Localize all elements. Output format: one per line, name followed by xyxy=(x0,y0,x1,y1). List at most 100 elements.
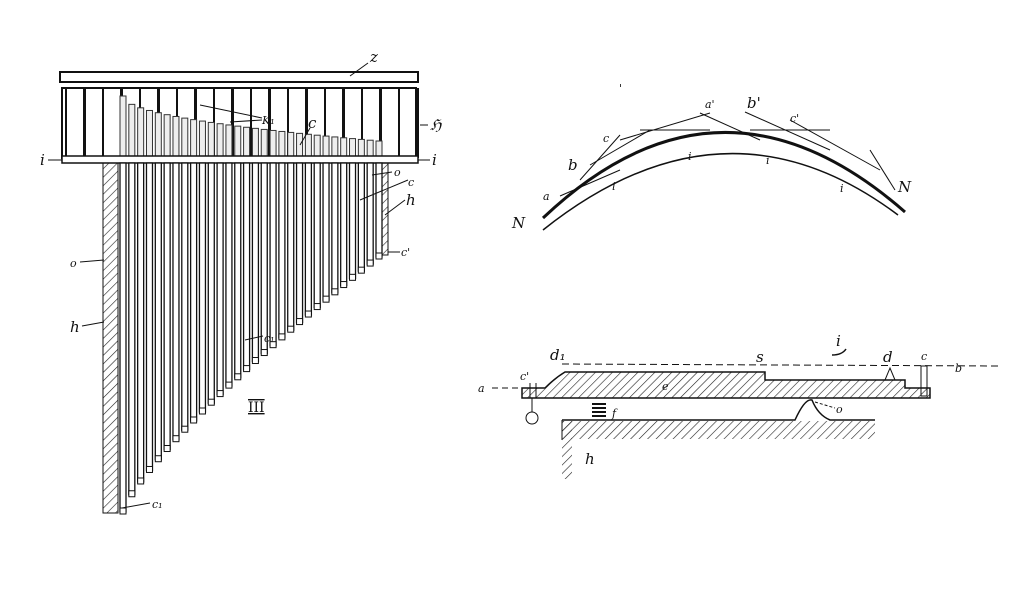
upper-tube xyxy=(313,134,321,157)
pipe-tube xyxy=(163,162,171,451)
label-h: h xyxy=(585,450,595,468)
upper-tube xyxy=(322,135,330,157)
pipe-tube xyxy=(181,162,189,431)
pipe-cap xyxy=(260,349,268,357)
label-k1: K₁ xyxy=(261,114,275,127)
label-i-4: i xyxy=(840,182,844,195)
label-n-right: N xyxy=(897,178,912,196)
pipe-tube xyxy=(251,162,260,363)
pipe-cap xyxy=(216,390,224,398)
dashed-line-s-b xyxy=(561,363,1001,367)
upper-tube xyxy=(269,129,277,157)
label-b: b xyxy=(568,156,578,174)
upper-tube xyxy=(260,128,268,157)
pipe-cap xyxy=(296,318,304,326)
pipe-tubes xyxy=(119,162,383,515)
pipe-tube xyxy=(260,162,268,355)
upper-tube xyxy=(340,137,348,157)
pipe-tube xyxy=(234,162,242,379)
upper-tube xyxy=(190,119,198,157)
pipe-cap xyxy=(163,445,171,453)
label-b: b xyxy=(955,362,962,375)
upper-tube xyxy=(172,115,180,157)
label-c-prime: c' xyxy=(401,246,410,259)
figure-arch: N a b c ' a' b' c' i i i i N xyxy=(511,82,912,232)
pipe-cap xyxy=(243,365,251,373)
pipe-cap xyxy=(198,407,206,415)
upper-tubes xyxy=(119,95,383,157)
figure-pipes: z K₁ c ℌ i i o c h c' o h c₁ c₁ III xyxy=(40,48,442,515)
arch-inner xyxy=(542,152,899,231)
upper-tube xyxy=(225,124,233,157)
label-c-prime: c' xyxy=(520,370,529,383)
upper-tube xyxy=(349,138,357,157)
pipe-tube xyxy=(137,162,145,483)
pipe-cap xyxy=(375,252,383,260)
upper-tube xyxy=(357,138,365,157)
pipe-tube xyxy=(128,162,136,496)
pipe-tube xyxy=(207,162,215,404)
pipe-tube xyxy=(287,162,295,331)
label-a: a xyxy=(478,382,485,395)
label-i-1: i xyxy=(612,180,616,193)
upper-tube xyxy=(198,120,206,157)
leader-lines xyxy=(48,62,430,509)
left-hatched-bar xyxy=(102,162,119,514)
post-d xyxy=(884,366,896,381)
label-d1: d₁ xyxy=(550,346,566,364)
label-i-right: i xyxy=(432,151,437,169)
upper-tube xyxy=(366,139,374,157)
pipe-tube xyxy=(225,162,233,387)
upper-tube xyxy=(243,126,251,157)
label-a: a xyxy=(543,190,550,203)
label-c-prime: c' xyxy=(790,112,799,125)
figure-lever: a c' d₁ s i d c b e f o h xyxy=(478,332,1001,479)
upper-tube xyxy=(251,127,259,157)
pipe-cap xyxy=(349,273,357,281)
label-i: i xyxy=(836,332,841,350)
upper-tube xyxy=(154,112,162,157)
pipe-cap xyxy=(287,325,295,333)
label-h-right: h xyxy=(406,191,416,209)
pin-c-prime xyxy=(529,383,537,398)
pipe-tube xyxy=(331,162,339,294)
pipe-tube xyxy=(348,162,357,279)
upper-tube xyxy=(234,125,242,157)
pipe-cap xyxy=(172,435,180,443)
pipe-tube xyxy=(269,162,277,347)
pipe-cap xyxy=(181,425,189,433)
upper-tube xyxy=(207,121,215,157)
rail-i xyxy=(61,155,419,164)
pipe-cap xyxy=(304,310,312,318)
pipe-cap xyxy=(207,398,215,406)
pipe-cap xyxy=(340,281,348,289)
pipe-cap xyxy=(331,288,339,296)
pipe-tube xyxy=(375,162,383,258)
label-e: e xyxy=(662,380,669,393)
upper-tube xyxy=(331,136,339,157)
upper-tube xyxy=(128,103,136,157)
spring-f xyxy=(592,403,606,417)
upper-tube xyxy=(296,132,304,157)
pipe-cap xyxy=(234,373,242,381)
arch-outer xyxy=(541,131,906,220)
label-frame-h: ℌ xyxy=(430,116,442,134)
pipe-tube xyxy=(216,162,224,396)
arch-cross-lines xyxy=(559,111,896,197)
pipe-cap xyxy=(154,455,162,463)
upper-tube xyxy=(278,130,286,157)
pipe-tube xyxy=(366,162,374,265)
pipe-cap xyxy=(225,381,233,389)
pipe-cap xyxy=(128,490,136,498)
label-c-right: c xyxy=(408,176,414,189)
label-o-right: o xyxy=(394,166,401,179)
pipe-tube xyxy=(189,162,198,422)
pipe-tube xyxy=(304,162,313,316)
label-b-prime: b' xyxy=(747,94,761,112)
label-tick: ' xyxy=(619,82,622,95)
pipe-cap xyxy=(322,295,330,303)
pipe-cap xyxy=(366,259,374,267)
label-i-left: i xyxy=(40,151,45,169)
label-c1-mid: c₁ xyxy=(264,332,275,345)
